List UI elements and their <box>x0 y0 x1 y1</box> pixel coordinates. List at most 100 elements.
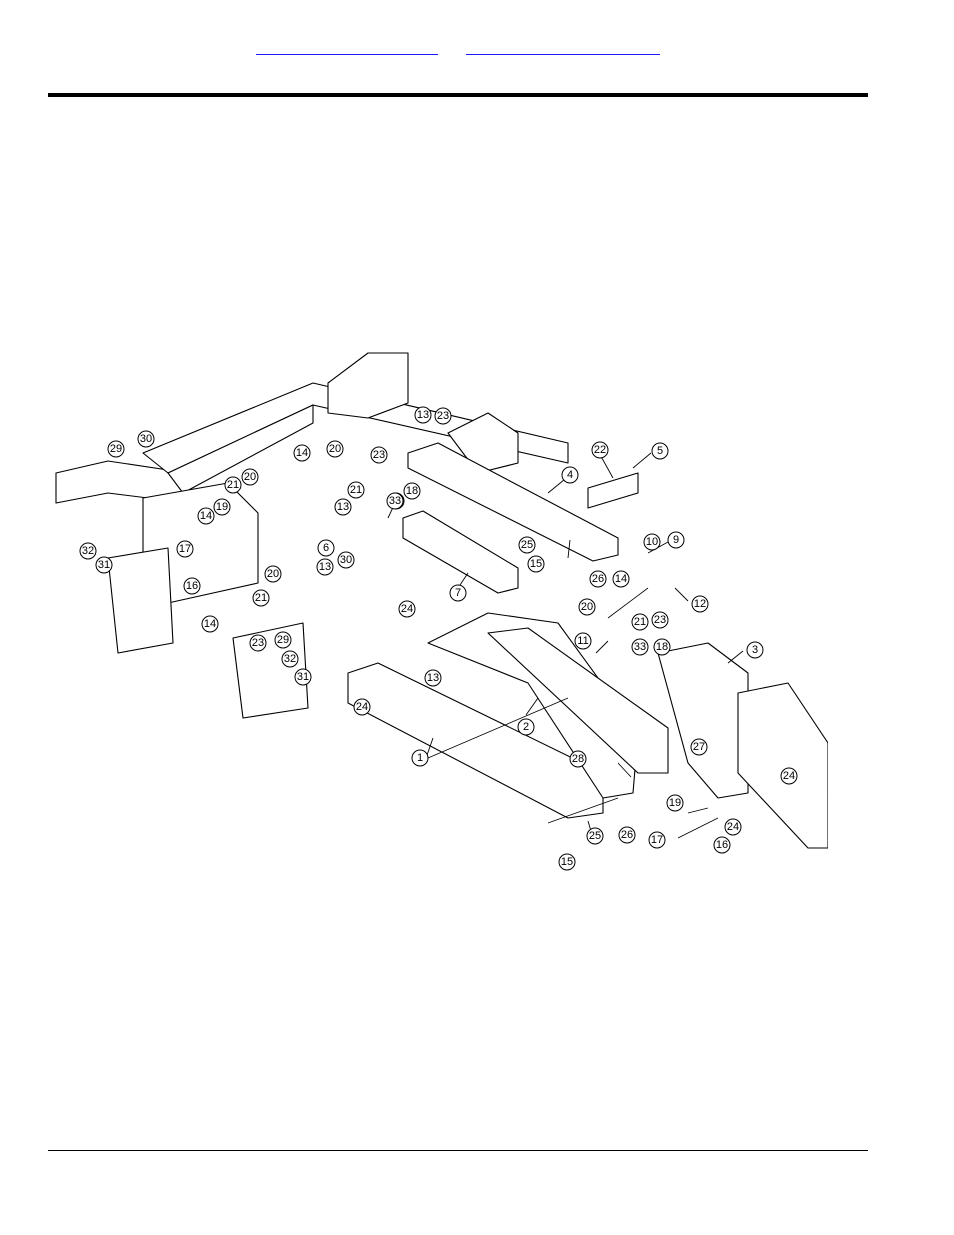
svg-text:30: 30 <box>340 554 352 566</box>
svg-text:19: 19 <box>669 797 681 809</box>
svg-text:21: 21 <box>634 616 646 628</box>
callout-1: 1 <box>411 749 429 767</box>
svg-text:2: 2 <box>523 721 529 733</box>
svg-text:23: 23 <box>252 637 264 649</box>
callout-24-b: 24 <box>353 698 371 716</box>
callout-20-a: 20 <box>326 440 344 458</box>
callout-33-a-visible: 33 <box>386 492 404 510</box>
svg-text:26: 26 <box>621 829 633 841</box>
svg-text:13: 13 <box>427 672 439 684</box>
callout-13-c: 13 <box>316 558 334 576</box>
svg-text:32: 32 <box>284 653 296 665</box>
svg-text:17: 17 <box>179 543 191 555</box>
svg-text:15: 15 <box>530 558 542 570</box>
callout-24-c: 24 <box>780 767 798 785</box>
callout-28: 28 <box>569 750 587 768</box>
svg-text:24: 24 <box>783 770 795 782</box>
svg-text:16: 16 <box>186 580 198 592</box>
callout-24-a: 24 <box>398 600 416 618</box>
svg-text:17: 17 <box>651 834 663 846</box>
callout-14-d: 14 <box>612 570 630 588</box>
svg-text:23: 23 <box>373 449 385 461</box>
svg-text:12: 12 <box>694 598 706 610</box>
svg-text:23: 23 <box>654 614 666 626</box>
svg-text:29: 29 <box>110 443 122 455</box>
callout-3: 3 <box>746 641 764 659</box>
svg-text:18: 18 <box>656 641 668 653</box>
header-rule <box>48 93 868 97</box>
callout-15-b: 15 <box>558 853 576 871</box>
svg-text:16: 16 <box>716 839 728 851</box>
callout-6: 6 <box>317 539 335 557</box>
callout-16-b: 16 <box>713 836 731 854</box>
callout-14-b: 14 <box>197 507 215 525</box>
callout-14-a: 14 <box>293 444 311 462</box>
svg-text:23: 23 <box>437 410 449 422</box>
svg-text:33: 33 <box>634 641 646 653</box>
svg-text:6: 6 <box>323 542 329 554</box>
svg-text:7: 7 <box>455 587 461 599</box>
svg-text:13: 13 <box>337 501 349 513</box>
svg-text:20: 20 <box>267 568 279 580</box>
svg-text:14: 14 <box>615 573 627 585</box>
footer-rule <box>48 1150 868 1151</box>
svg-text:25: 25 <box>521 539 533 551</box>
svg-text:20: 20 <box>244 471 256 483</box>
callout-18-b: 18 <box>653 638 671 656</box>
callout-12: 12 <box>691 595 709 613</box>
svg-text:13: 13 <box>417 409 429 421</box>
callout-26-a: 26 <box>589 570 607 588</box>
callout-23-c: 23 <box>249 634 267 652</box>
svg-text:25: 25 <box>589 830 601 842</box>
svg-text:21: 21 <box>350 484 362 496</box>
svg-text:13: 13 <box>319 561 331 573</box>
svg-text:14: 14 <box>296 447 308 459</box>
callout-14-c: 14 <box>201 615 219 633</box>
callout-20-d: 20 <box>578 598 596 616</box>
callout-25-b: 25 <box>586 827 604 845</box>
callout-23-a: 23 <box>434 407 452 425</box>
callout-21-c: 21 <box>252 589 270 607</box>
svg-text:14: 14 <box>204 618 216 630</box>
callout-21-d: 21 <box>631 613 649 631</box>
callout-27: 27 <box>690 738 708 756</box>
svg-text:32: 32 <box>82 545 94 557</box>
callout-19-a: 19 <box>213 498 231 516</box>
frame-drawing <box>55 352 828 849</box>
svg-text:26: 26 <box>592 573 604 585</box>
callout-26-b: 26 <box>618 826 636 844</box>
svg-text:10: 10 <box>646 536 658 548</box>
svg-text:24: 24 <box>401 603 413 615</box>
svg-text:20: 20 <box>329 443 341 455</box>
callout-17-b: 17 <box>648 831 666 849</box>
callout-18-a: 18 <box>403 482 421 500</box>
svg-text:21: 21 <box>227 479 239 491</box>
svg-text:11: 11 <box>577 635 588 647</box>
svg-text:24: 24 <box>727 821 739 833</box>
header-link-2[interactable] <box>466 40 660 55</box>
svg-text:29: 29 <box>277 634 289 646</box>
callout-29-a: 29 <box>107 440 125 458</box>
parts-diagram: 1 2 3 4 5 6 7 8 9 10 11 12 13 13 13 13 1… <box>48 343 828 878</box>
callout-31-a: 31 <box>95 556 113 574</box>
callout-10: 10 <box>643 533 661 551</box>
header-link-1[interactable] <box>256 40 438 55</box>
svg-text:24: 24 <box>356 701 368 713</box>
svg-text:28: 28 <box>572 753 584 765</box>
svg-text:31: 31 <box>297 671 309 683</box>
callout-25-a: 25 <box>518 536 536 554</box>
callout-21-a: 21 <box>347 481 365 499</box>
svg-text:21: 21 <box>255 592 267 604</box>
callout-13-d: 13 <box>424 669 442 687</box>
svg-text:27: 27 <box>693 741 705 753</box>
callout-20-c: 20 <box>264 565 282 583</box>
callout-30-b: 30 <box>337 551 355 569</box>
callout-9: 9 <box>667 531 685 549</box>
callout-5: 5 <box>651 442 669 460</box>
callout-2: 2 <box>517 718 535 736</box>
svg-text:30: 30 <box>140 433 152 445</box>
callout-4: 4 <box>561 466 579 484</box>
callout-17-a: 17 <box>176 540 194 558</box>
callout-13-b: 13 <box>334 498 352 516</box>
callout-15-a: 15 <box>527 555 545 573</box>
